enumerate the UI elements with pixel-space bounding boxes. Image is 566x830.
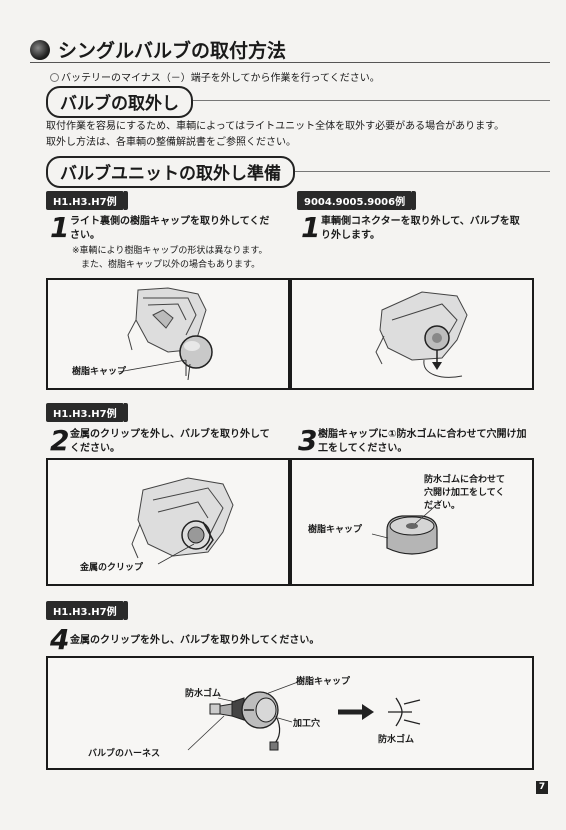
page-title: シングルバルブの取付方法 bbox=[58, 40, 287, 62]
step1-left-number: 1 bbox=[50, 211, 70, 244]
figure-step1-right bbox=[290, 278, 534, 390]
step1-left-sub2: また、樹脂キャップ以外の場合もあります。 bbox=[81, 260, 261, 270]
step3-line2: 工をしてください。 bbox=[318, 443, 408, 454]
section1-rule bbox=[50, 100, 550, 101]
step1-left-notes: ※車輌により樹脂キャップの形状は異なります。 また、樹脂キャップ以外の場合もあり… bbox=[72, 244, 267, 272]
callout-resin-cap: 樹脂キャップ bbox=[72, 367, 127, 377]
step4-text: 金属のクリップを外し、バルブを取り外してください。 bbox=[70, 635, 320, 646]
callout-metal-clip: 金属のクリップ bbox=[80, 563, 144, 573]
step1-left-line2: さい。 bbox=[70, 230, 100, 241]
hole-note-line1: 防水ゴムに合わせて bbox=[424, 475, 506, 485]
step4-number: 4 bbox=[50, 623, 70, 656]
callout-line bbox=[117, 359, 187, 373]
section1-paragraph: 取付作業を容易にするため、車輌によってはライトユニット全体を取外す必要がある場合… bbox=[46, 119, 504, 151]
section1-heading: バルブの取外し bbox=[46, 86, 193, 118]
callout-machined-hole: 加工穴 bbox=[293, 719, 321, 729]
step3-text: 樹脂キャップに①防水ゴムに合わせて穴開け加 工をしてください。 bbox=[318, 428, 526, 456]
step1-right-line1: 車輌側コネクターを取り外して、バルブを取 bbox=[321, 216, 520, 227]
resin-cap-hole-illustration bbox=[371, 499, 443, 555]
hole-note-line3: ださい。 bbox=[424, 501, 461, 511]
step3-number: 3 bbox=[298, 424, 318, 457]
figure-step3: 樹脂キャップ 防水ゴムに合わせて 穴開け加工をしてく ださい。 bbox=[290, 458, 534, 586]
step2-text: 金属のクリップを外し、バルブを取り外して ください。 bbox=[70, 428, 270, 456]
tag-h1h3h7-3: H1.H3.H7例 bbox=[46, 601, 128, 620]
step1-right-line2: り外します。 bbox=[321, 230, 380, 241]
step2-line1: 金属のクリップを外し、バルブを取り外して bbox=[70, 429, 270, 440]
step3-line1: 樹脂キャップに①防水ゴムに合わせて穴開け加 bbox=[318, 429, 527, 440]
callout-resin-cap-3: 樹脂キャップ bbox=[296, 677, 351, 687]
section1-paragraph-line1: 取付作業を容易にするため、車輌によってはライトユニット全体を取外す必要がある場合… bbox=[46, 121, 505, 132]
figure-step4: 防水ゴム 樹脂キャップ 加工穴 バルブのハーネス 防水ゴム bbox=[46, 656, 534, 770]
tag-h1h3h7-1: H1.H3.H7例 bbox=[46, 191, 128, 210]
callout-bulb-harness: バルブのハーネス bbox=[88, 749, 161, 759]
callout-hole-instruction: 防水ゴムに合わせて 穴開け加工をしてく ださい。 bbox=[424, 474, 505, 513]
circle-bullet-icon bbox=[50, 73, 59, 82]
tag-h1h3h7-2: H1.H3.H7例 bbox=[46, 403, 128, 422]
title-bullet-icon bbox=[30, 39, 50, 60]
figure-step2: 金属のクリップ bbox=[46, 458, 290, 586]
callout-resin-cap-2: 樹脂キャップ bbox=[308, 525, 363, 535]
tag-9004-9005-9006: 9004.9005.9006例 bbox=[297, 191, 417, 210]
battery-note: バッテリーのマイナス（－）端子を外してから作業を行ってください。 bbox=[50, 69, 380, 84]
section2-heading: バルブユニットの取外し準備 bbox=[46, 156, 295, 188]
step1-right-number: 1 bbox=[301, 211, 321, 244]
step2-number: 2 bbox=[50, 424, 70, 457]
section1-paragraph-line2: 取外し方法は、各車輌の整備解説書をご参照ください。 bbox=[46, 137, 296, 148]
metal-clip-illustration bbox=[131, 477, 234, 565]
step1-left-sub1: ※車輌により樹脂キャップの形状は異なります。 bbox=[72, 246, 268, 256]
step2-line2: ください。 bbox=[70, 443, 120, 454]
step1-left-text: ライト裏側の樹脂キャップを取り外してくだ さい。 bbox=[70, 215, 269, 243]
connector-removal-illustration bbox=[375, 291, 468, 378]
step1-left-line1: ライト裏側の樹脂キャップを取り外してくだ bbox=[70, 216, 270, 227]
callout-waterproof-rubber: 防水ゴム bbox=[185, 689, 222, 699]
bulb-assembly-illustration bbox=[187, 681, 421, 751]
section2-rule bbox=[50, 171, 550, 172]
battery-note-text: バッテリーのマイナス（－）端子を外してから作業を行ってください。 bbox=[61, 73, 380, 84]
headlight-cap-illustration bbox=[117, 287, 213, 381]
hole-note-line2: 穴開け加工をしてく bbox=[424, 488, 505, 498]
title-divider bbox=[30, 62, 550, 63]
title-row: シングルバルブの取付方法 bbox=[30, 36, 286, 63]
resin-cap-shape bbox=[179, 335, 213, 369]
callout-waterproof-rubber-2: 防水ゴム bbox=[378, 735, 415, 745]
figure-step1-left: 樹脂キャップ bbox=[46, 278, 290, 390]
step1-right-text: 車輌側コネクターを取り外して、バルブを取 り外します。 bbox=[321, 215, 520, 243]
page-number: 7 bbox=[536, 781, 548, 794]
